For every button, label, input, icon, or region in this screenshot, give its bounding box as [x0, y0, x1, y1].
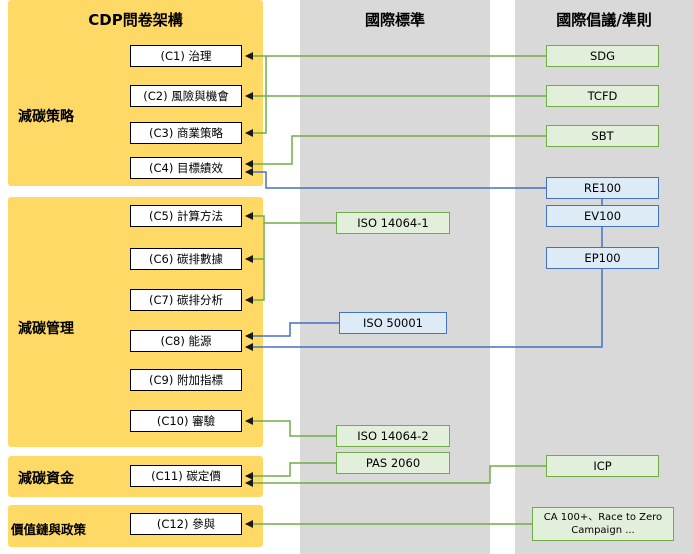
column-title-cdp: CDP問卷架構: [88, 11, 183, 29]
standard-box-iso14064-1: ISO 14064-1: [336, 212, 450, 234]
initiative-box-re100: RE100: [546, 177, 659, 199]
section-label-management: 減碳管理: [18, 321, 74, 337]
cdp-box-c1: (C1) 治理: [130, 45, 242, 67]
cdp-box-c12: (C12) 參與: [130, 513, 242, 535]
initiative-box-ca100: CA 100+、Race to Zero Campaign ...: [532, 507, 674, 541]
cdp-box-c9: (C9) 附加指標: [130, 369, 242, 391]
initiative-box-ep100: EP100: [546, 247, 659, 269]
cdp-box-c8: (C8) 能源: [130, 330, 242, 352]
initiative-box-tcfd: TCFD: [546, 85, 659, 107]
connector-iso14064-2-to-c10: [245, 417, 336, 437]
connector-branch-to-c7: [245, 259, 265, 304]
initiative-box-sdg: SDG: [546, 45, 659, 67]
section-label-funding: 減碳資金: [18, 471, 74, 487]
cdp-box-c7: (C7) 碳排分析: [130, 289, 242, 311]
column-title-standards: 國際標準: [364, 11, 425, 29]
initiative-box-icp: ICP: [546, 455, 659, 477]
cdp-section-management-bg: [8, 197, 263, 447]
standard-box-iso50001: ISO 50001: [339, 312, 447, 334]
initiative-box-ev100: EV100: [546, 205, 659, 227]
connector-re100-to-c4: [245, 168, 546, 189]
connector-iso14064-1-to-c5: [245, 212, 336, 224]
cdp-box-c6: (C6) 碳排數據: [130, 248, 242, 270]
cdp-box-c10: (C10) 審驗: [130, 410, 242, 432]
connector-ep100-to-c8: [245, 269, 603, 351]
cdp-box-c4: (C4) 目標績效: [130, 157, 242, 179]
initiative-box-sbt: SBT: [546, 125, 659, 147]
cdp-box-c3: (C3) 商業策略: [130, 122, 242, 144]
column-title-initiatives: 國際倡議/準則: [556, 11, 652, 29]
section-label-strategy: 減碳策略: [18, 109, 74, 125]
connector-pas2060-to-c11: [245, 462, 336, 480]
standard-box-iso14064-2: ISO 14064-2: [336, 425, 450, 447]
connector-iso50001-to-c8: [245, 322, 339, 340]
connector-sbt-to-c4: [245, 135, 546, 168]
cdp-box-c11: (C11) 碳定價: [130, 465, 242, 487]
connector-branch-to-c3: [245, 56, 267, 137]
connector-branch-to-c6: [245, 223, 265, 263]
cdp-box-c5: (C5) 計算方法: [130, 205, 242, 227]
cdp-box-c2: (C2) 風險與機會: [130, 85, 242, 107]
standard-box-pas2060: PAS 2060: [336, 452, 450, 474]
section-label-valuechain: 價值鏈與政策: [11, 522, 87, 537]
connector-icp-to-c11: [245, 465, 546, 487]
